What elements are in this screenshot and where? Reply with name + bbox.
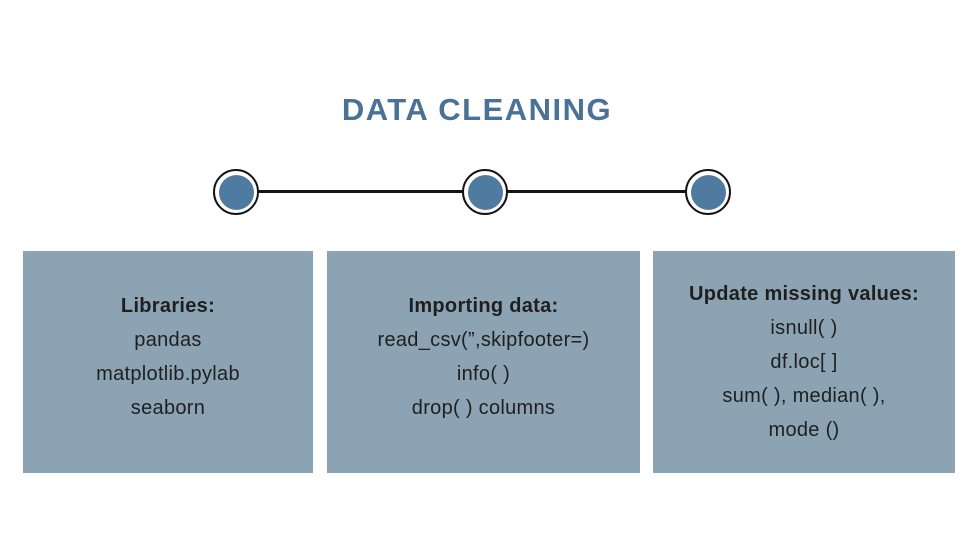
timeline-node-3-icon <box>685 169 731 215</box>
card-line: info( ) <box>456 363 511 385</box>
timeline-dot-icon <box>218 174 254 210</box>
card-line: matplotlib.pylab <box>96 363 240 385</box>
card-heading: Update missing values: <box>689 283 919 305</box>
timeline-node-1-icon <box>213 169 259 215</box>
card-line: df.loc[ ] <box>770 351 838 373</box>
card-line: pandas <box>134 329 202 351</box>
card-line: seaborn <box>130 397 206 419</box>
timeline-node-2-icon <box>462 169 508 215</box>
card-heading: Libraries: <box>120 295 216 317</box>
page-title: DATA CLEANING <box>341 92 613 127</box>
card-importing-data: Importing data: read_csv(”,skipfooter=) … <box>327 251 640 473</box>
card-libraries: Libraries: pandas matplotlib.pylab seabo… <box>23 251 313 473</box>
card-line: mode () <box>768 419 840 441</box>
card-line: read_csv(”,skipfooter=) <box>377 329 590 351</box>
card-line: sum( ), median( ), <box>722 385 886 407</box>
timeline-dot-icon <box>690 174 726 210</box>
timeline-connector-line <box>485 190 708 193</box>
card-line: drop( ) columns <box>411 397 556 419</box>
card-heading: Importing data: <box>408 295 559 317</box>
timeline-dot-icon <box>467 174 503 210</box>
card-update-missing-values: Update missing values: isnull( ) df.loc[… <box>653 251 955 473</box>
card-line: isnull( ) <box>770 317 838 339</box>
timeline-connector-line <box>236 190 485 193</box>
